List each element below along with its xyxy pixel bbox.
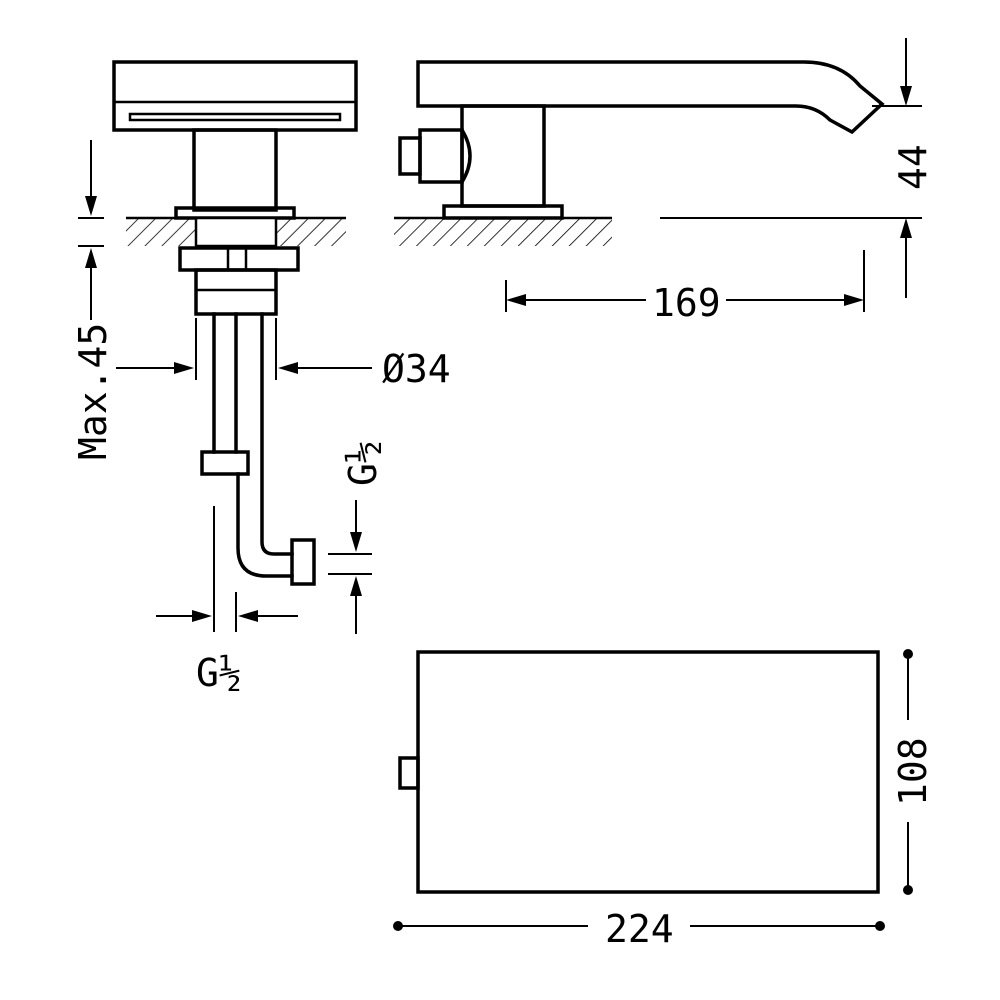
top-view-lever-knob (398, 756, 420, 790)
dim-g-half-vertical: G½ (328, 440, 385, 634)
deck-section-right (394, 218, 612, 246)
dim-max45-arrow-bottom (85, 248, 97, 268)
top-view (398, 650, 880, 894)
dim-224-dot-right (875, 921, 885, 931)
dim-224: 224 (393, 907, 885, 951)
dim-169-arrow-left (506, 294, 526, 306)
dim-gv-label: G½ (341, 440, 385, 486)
dim-d34-label: Ø34 (382, 347, 451, 391)
dim-169-arrow-right (844, 294, 864, 306)
dim-gh-arrow-left (192, 610, 212, 622)
fixing-nut (178, 246, 300, 272)
dim-max45: Max.45 (71, 140, 115, 460)
dim-224-label: 224 (605, 907, 674, 951)
dim-diameter: Ø34 (116, 318, 451, 391)
shank-through-deck (194, 216, 278, 248)
dim-224-dot-left (393, 921, 403, 931)
dim-44-label: 44 (891, 144, 935, 190)
dim-44-arrow-top (900, 86, 912, 106)
dim-108-label: 108 (891, 737, 935, 806)
dim-169-label: 169 (652, 281, 721, 325)
dim-gh-arrow-right (238, 610, 258, 622)
hose-right-outer (236, 472, 294, 578)
dim-g-half-horizontal: G½ (156, 506, 298, 695)
hose-right-inner (260, 312, 294, 556)
body-column (192, 128, 278, 212)
lever-knob (398, 136, 422, 176)
dim-gv-arrow-bottom (350, 576, 362, 596)
hose-nut-left (200, 450, 250, 476)
dim-108-dot-bottom (903, 885, 913, 895)
dim-108-dot-top (903, 649, 913, 659)
side-view (394, 60, 885, 246)
dim-gv-arrow-top (350, 532, 362, 552)
dim-max45-arrow-top (85, 196, 97, 216)
dim-44-arrow-bottom (900, 218, 912, 238)
dim-max45-label: Max.45 (71, 323, 115, 460)
spout-body (416, 60, 885, 135)
lever-cap (459, 127, 472, 185)
lever-stem (418, 128, 464, 184)
spout-base-flange (442, 204, 564, 220)
front-view (112, 60, 358, 586)
dim-108: 108 (891, 649, 935, 895)
dim-44: 44 (660, 38, 935, 298)
handle-slot (128, 112, 342, 122)
dim-gh-label: G½ (196, 651, 242, 695)
hose-nut-right (290, 538, 316, 586)
top-view-outline (416, 650, 880, 894)
dim-d34-arrow-left (174, 362, 194, 374)
dim-d34-arrow-right (278, 362, 298, 374)
spout-column (460, 104, 546, 208)
base-flange (174, 206, 296, 220)
lower-shank (194, 268, 278, 316)
dim-169: 169 (505, 250, 865, 325)
